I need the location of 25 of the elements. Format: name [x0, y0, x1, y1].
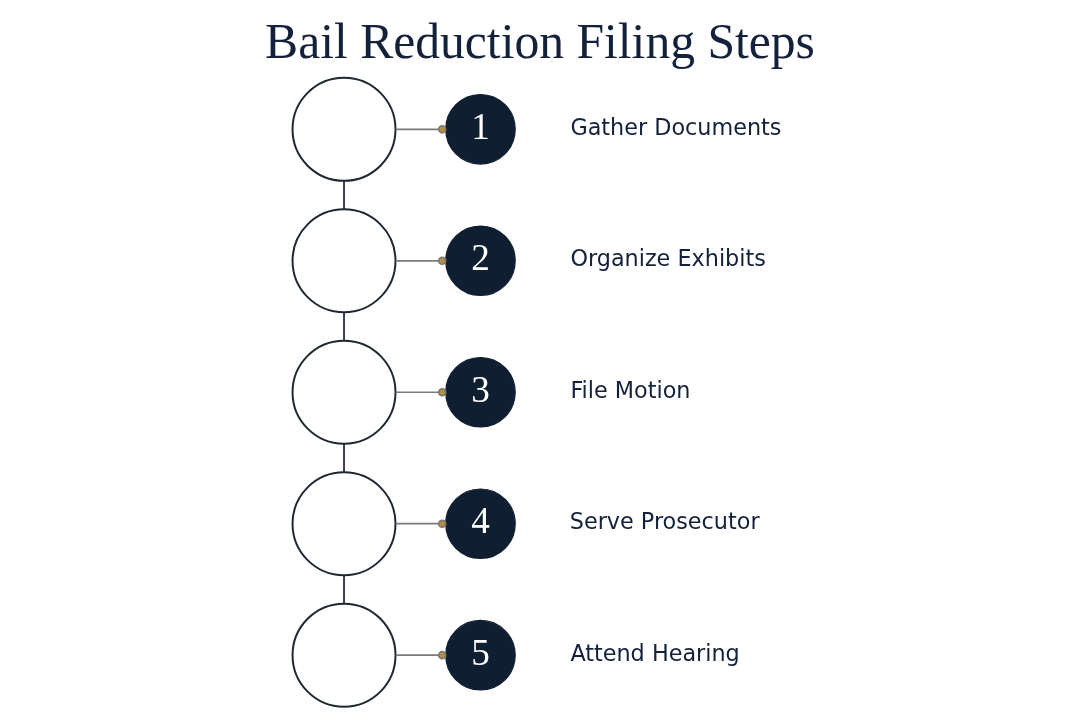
connector [394, 519, 447, 529]
node-circle [291, 602, 397, 708]
node-circle: 1 [445, 93, 516, 165]
node-circle: 5 [445, 619, 516, 691]
node-label: Attend Hearing [570, 639, 740, 666]
node-label: File Motion [570, 376, 691, 403]
node-label: Serve Prosecutor [569, 508, 760, 535]
connector [343, 179, 345, 211]
node-circle [291, 339, 397, 445]
node-circle: 4 [445, 488, 516, 560]
connector [343, 574, 345, 605]
node-label: Organize Exhibits [570, 245, 766, 272]
connector [343, 442, 345, 474]
connector [394, 387, 447, 397]
connector [394, 256, 447, 266]
node-circle [291, 76, 397, 182]
diagram-title: Bail Reduction Filing Steps [265, 13, 815, 69]
node-circle: 3 [445, 356, 516, 428]
node-circle [291, 471, 397, 577]
connector [394, 124, 447, 134]
node-circle [291, 208, 397, 314]
connector [394, 650, 447, 660]
node-circle: 2 [445, 225, 516, 297]
connector [343, 311, 345, 342]
node-label: Gather Documents [570, 113, 782, 140]
